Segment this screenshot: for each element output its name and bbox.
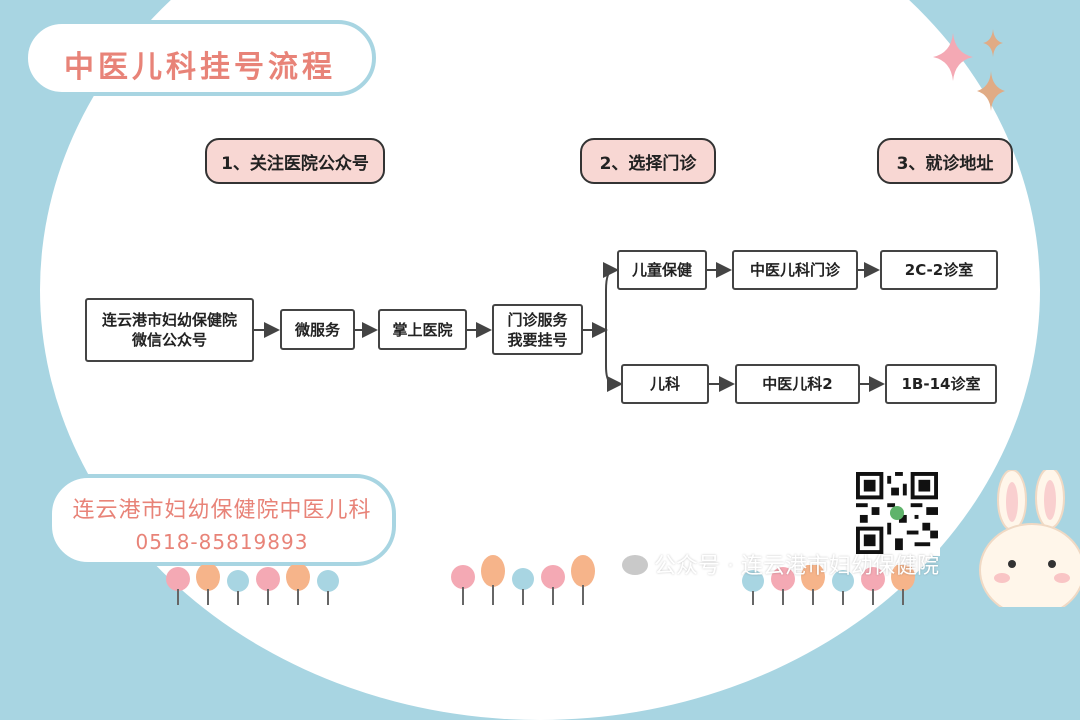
- hospital-department-name: 连云港市妇幼保健院中医儿科: [72, 498, 372, 523]
- node-micro-service-label: 微服务: [294, 320, 340, 339]
- qr-code-icon[interactable]: [854, 470, 940, 556]
- contact-card: 连云港市妇幼保健院中医儿科 0518-85819893: [48, 474, 396, 566]
- node-room-2c2-label: 2C-2诊室: [904, 261, 974, 279]
- node-tcm-pediatrics-2: 中医儿科2: [735, 364, 860, 404]
- node-tcm-pediatrics-2-label: 中医儿科2: [762, 375, 833, 393]
- node-child-health: 儿童保健: [617, 250, 707, 290]
- step-visit-address: 3、就诊地址: [877, 138, 1013, 184]
- step-follow-account: 1、关注医院公众号: [205, 138, 385, 184]
- node-clinic-register-line1: 门诊服务: [507, 310, 568, 329]
- node-child-health-label: 儿童保健: [631, 261, 692, 279]
- node-wechat-account: 连云港市妇幼保健院 微信公众号: [85, 298, 254, 362]
- wechat-icon: [622, 555, 648, 575]
- node-mobile-hospital: 掌上医院: [378, 309, 467, 350]
- watermark: 公众号 · 连云港市妇幼保健院: [622, 548, 939, 580]
- node-tcm-pediatric-clinic-label: 中医儿科门诊: [749, 261, 840, 279]
- tree-decoration-icon: [742, 565, 915, 605]
- node-pediatrics-label: 儿科: [649, 375, 680, 393]
- sparkle-icon: [933, 29, 1005, 111]
- flow-connectors: [254, 262, 885, 392]
- phone-number: 0518-85819893: [135, 530, 309, 554]
- bunny-mascot-icon: [979, 470, 1080, 607]
- node-room-1b14-label: 1B-14诊室: [901, 375, 981, 393]
- node-pediatrics: 儿科: [621, 364, 709, 404]
- tree-decoration-icon: [166, 565, 339, 605]
- node-room-2c2: 2C-2诊室: [880, 250, 998, 290]
- node-wechat-account-line1: 连云港市妇幼保健院: [101, 311, 237, 329]
- node-clinic-register-line2: 我要挂号: [507, 330, 568, 349]
- node-tcm-pediatric-clinic: 中医儿科门诊: [732, 250, 858, 290]
- watermark-text: 公众号 · 连云港市妇幼保健院: [654, 554, 939, 579]
- step-select-clinic: 2、选择门诊: [580, 138, 716, 184]
- title-banner: 中医儿科挂号流程: [24, 20, 376, 96]
- node-wechat-account-line2: 微信公众号: [131, 331, 207, 349]
- node-mobile-hospital-label: 掌上医院: [392, 320, 453, 339]
- node-clinic-register: 门诊服务 我要挂号: [492, 304, 583, 355]
- page-title: 中医儿科挂号流程: [64, 50, 336, 85]
- node-micro-service: 微服务: [280, 309, 355, 350]
- node-room-1b14: 1B-14诊室: [885, 364, 997, 404]
- tree-decoration-icon: [451, 555, 595, 605]
